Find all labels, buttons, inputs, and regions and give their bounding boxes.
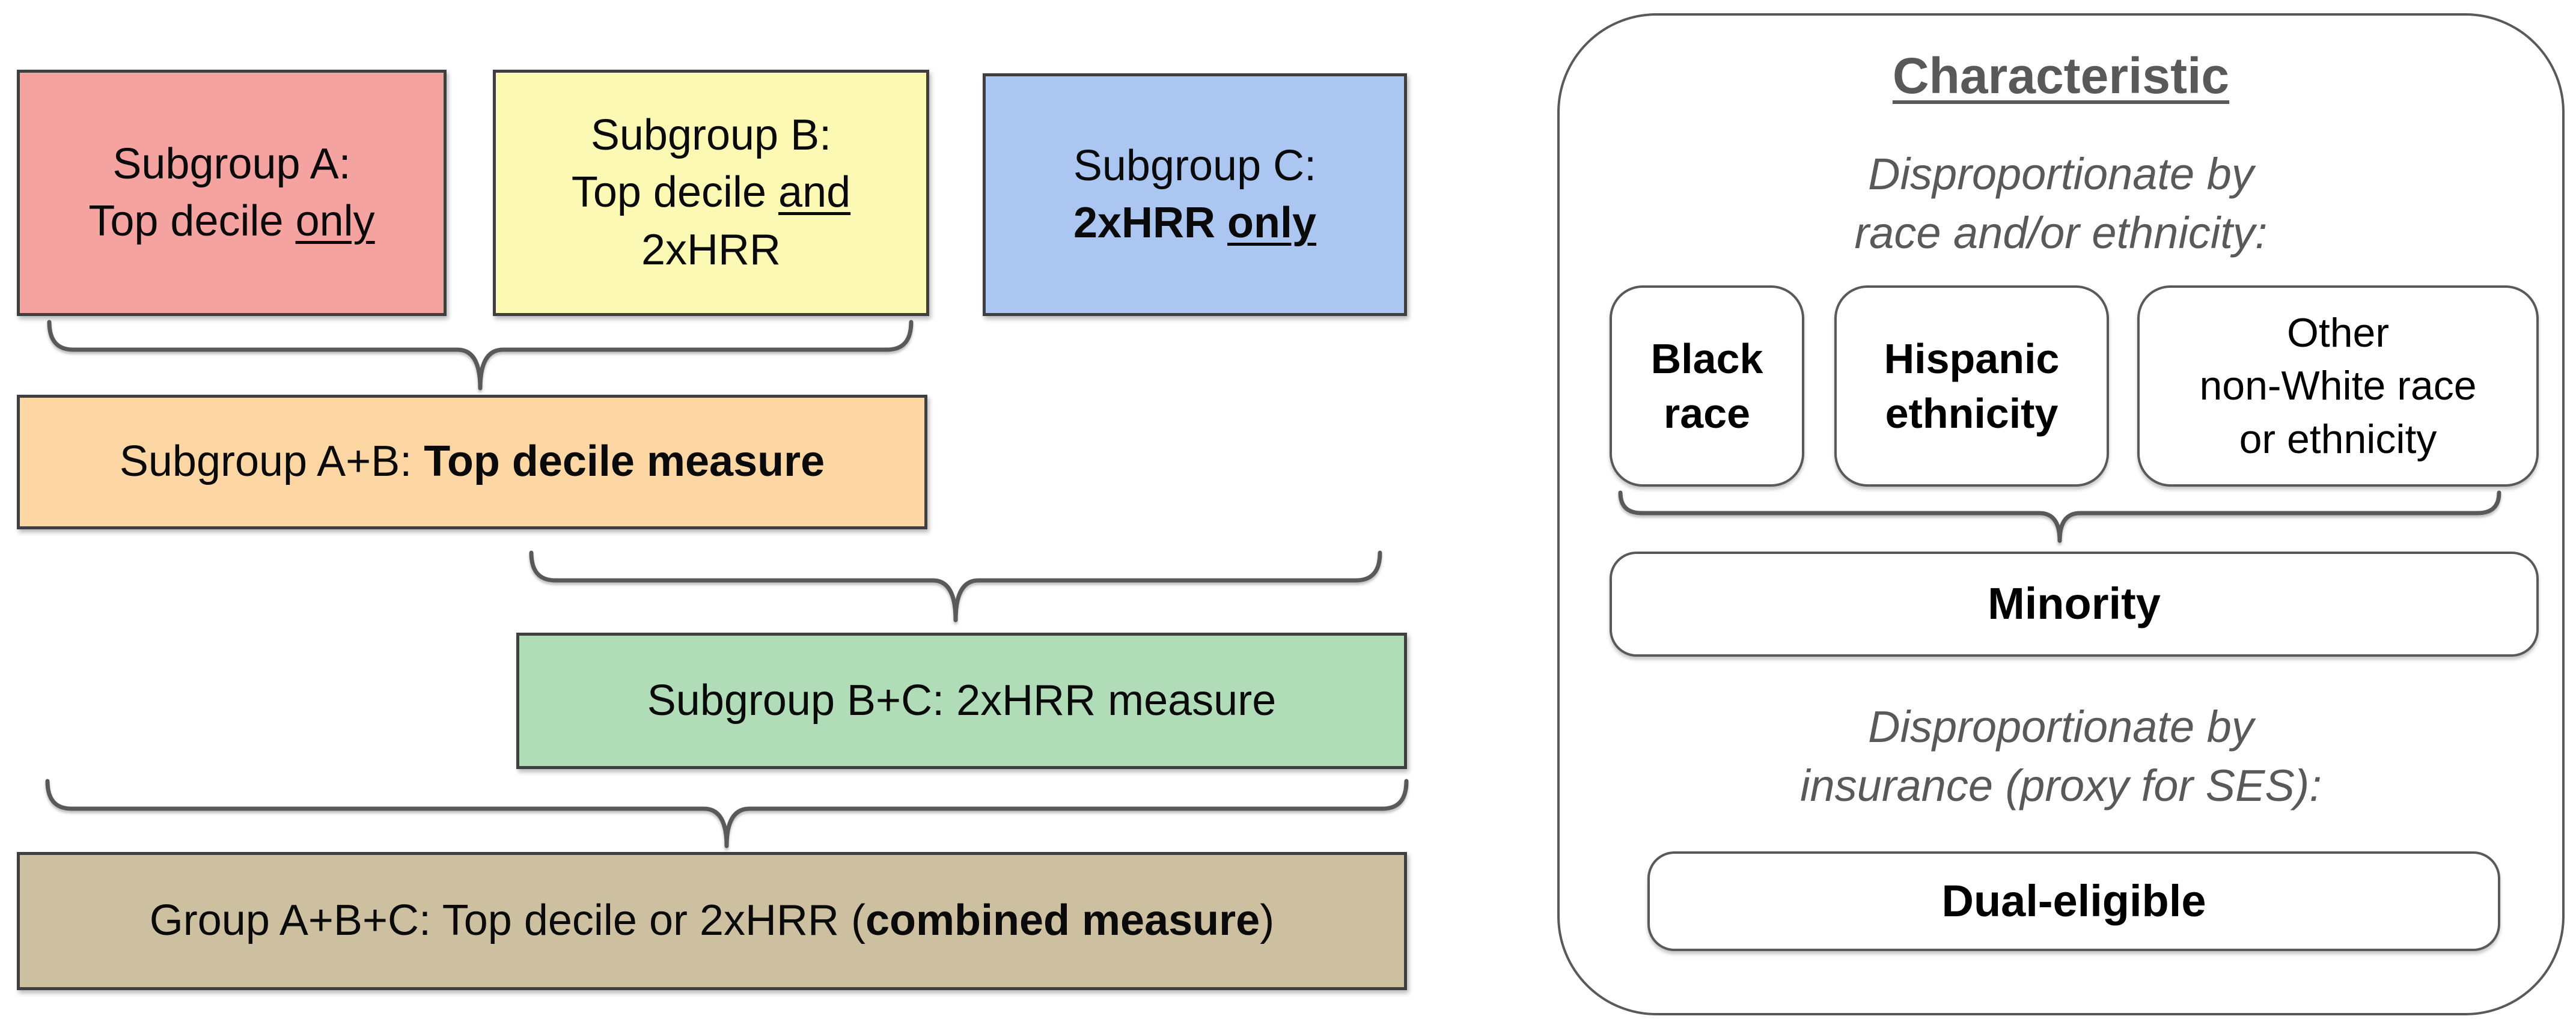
curly-brace-icon <box>1618 490 2501 543</box>
subgroup-bc-box: Subgroup B+C: 2xHRR measure <box>516 633 1407 769</box>
subgroup-a-line1: Subgroup A: <box>112 139 351 188</box>
hispanic-ethnicity-box: Hispanic ethnicity <box>1834 285 2109 487</box>
subgroup-b-box: Subgroup B: Top decile and 2xHRR <box>493 70 929 316</box>
characteristic-title: Characteristic <box>1892 47 2230 104</box>
subgroup-ab-box: Subgroup A+B: Top decile measure <box>17 395 927 529</box>
group-abc-label: Group A+B+C: Top decile or 2xHRR (combin… <box>149 896 1275 945</box>
brace-a-b-c <box>45 779 1409 848</box>
brace-a-plus-b <box>47 320 914 391</box>
group-abc-box: Group A+B+C: Top decile or 2xHRR (combin… <box>17 852 1407 990</box>
race-section-heading: Disproportionate by race and/or ethnicit… <box>1854 149 2268 258</box>
subgroup-ab-label: Subgroup A+B: Top decile measure <box>119 437 825 486</box>
characteristic-panel: Characteristic Disproportionate by race … <box>1557 13 2565 1015</box>
subgroup-c-line2: 2xHRR only <box>1073 199 1317 247</box>
other-nonwhite-box: Other non-White race or ethnicity <box>2137 285 2539 487</box>
minority-box: Minority <box>1610 552 2539 657</box>
subgroup-c-box: Subgroup C: 2xHRR only <box>983 73 1407 316</box>
subgroup-b-line2: Top decile and <box>571 168 851 217</box>
subgroup-a-box: Subgroup A: Top decile only <box>17 70 447 316</box>
black-race-box: Black race <box>1610 285 1804 487</box>
dual-eligible-box: Dual-eligible <box>1647 851 2500 951</box>
subgroup-b-line3: 2xHRR <box>641 225 781 274</box>
insurance-section-heading: Disproportionate by insurance (proxy for… <box>1800 702 2322 811</box>
subgroup-bc-label: Subgroup B+C: 2xHRR measure <box>647 676 1277 725</box>
brace-b-plus-c <box>529 550 1382 622</box>
subgroup-c-line1: Subgroup C: <box>1073 141 1317 190</box>
curly-brace-icon <box>47 320 914 391</box>
subgroup-b-line1: Subgroup B: <box>590 111 832 160</box>
curly-brace-icon <box>45 779 1409 848</box>
brace-minority <box>1618 490 2501 543</box>
curly-brace-icon <box>529 550 1382 622</box>
subgroup-a-line2: Top decile only <box>88 197 375 245</box>
